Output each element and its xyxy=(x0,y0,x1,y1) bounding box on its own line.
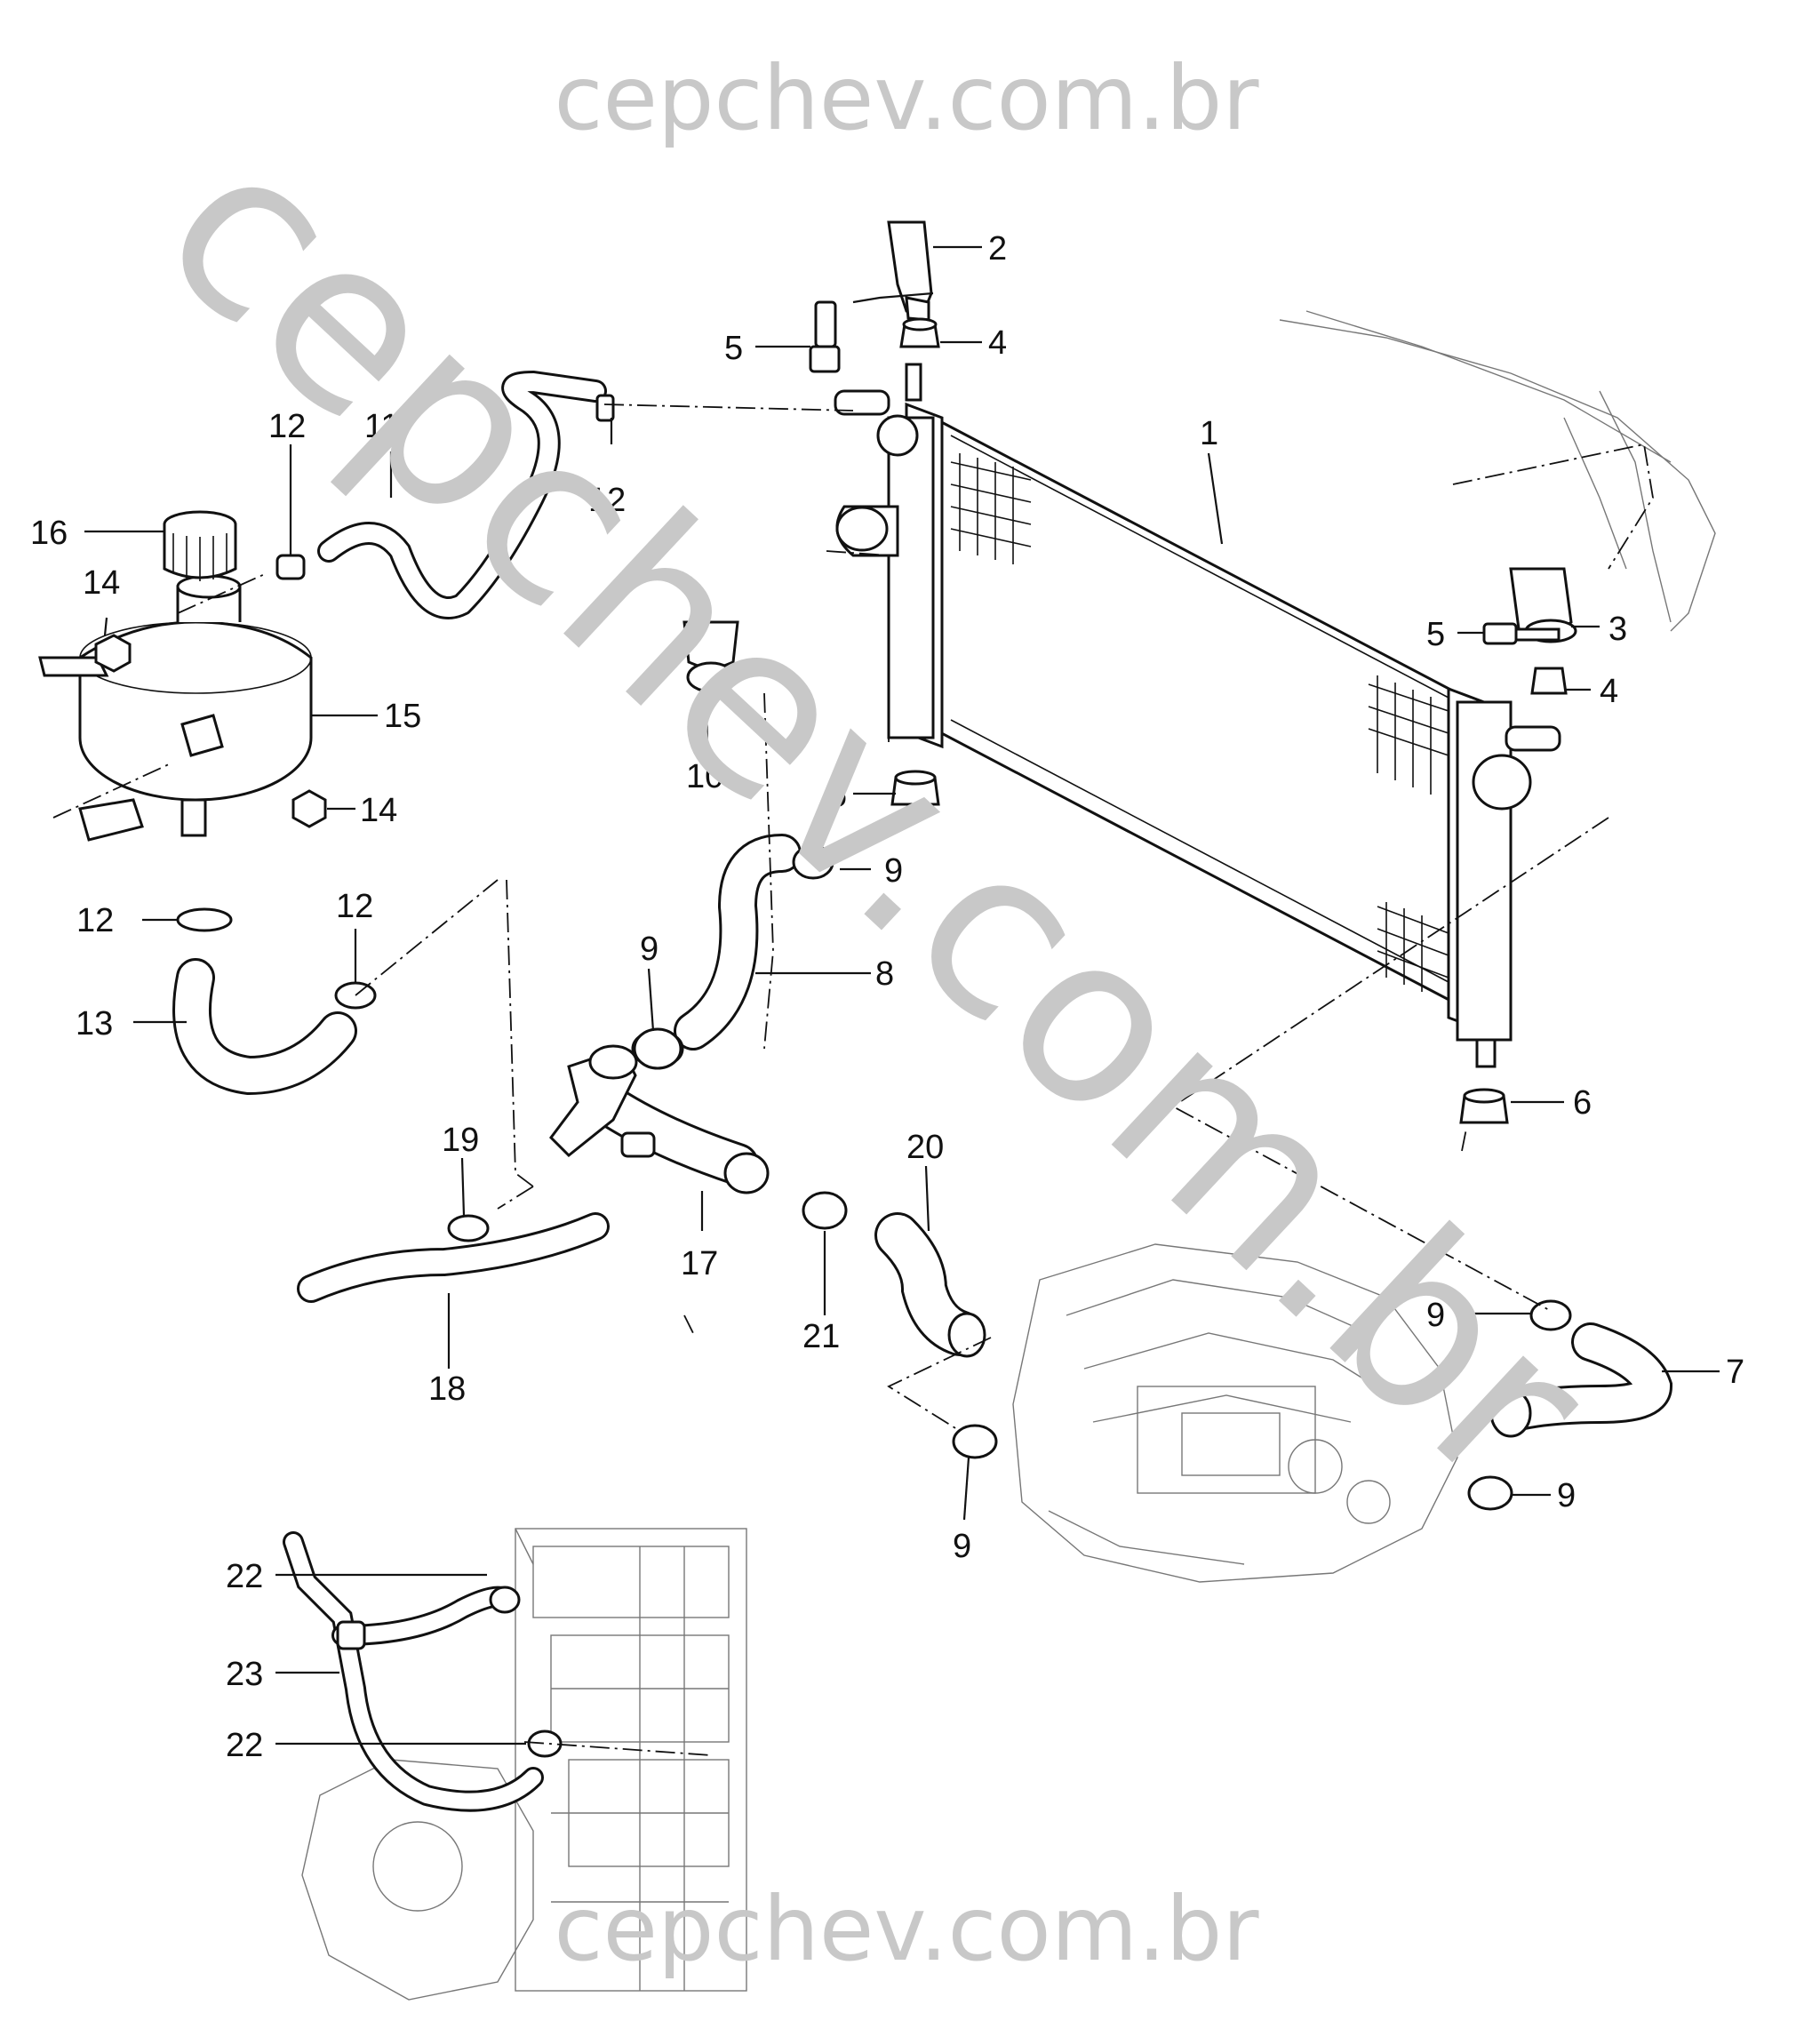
callout-20: 20 xyxy=(906,1129,944,1166)
callout-14: 14 xyxy=(360,792,397,829)
callout-22: 22 xyxy=(226,1558,263,1595)
watermark-top: cepchev.com.br xyxy=(554,46,1259,150)
clamp-22-lower xyxy=(527,1729,563,1758)
clamp-19 xyxy=(447,1214,490,1242)
clamp-9-lower-right xyxy=(1467,1475,1513,1511)
hose-7 xyxy=(1489,1322,1673,1438)
hose-11 xyxy=(317,370,607,619)
callout-17: 17 xyxy=(681,1245,718,1282)
callout-5: 5 xyxy=(724,330,743,367)
callout-11: 11 xyxy=(364,408,399,445)
callout-12: 12 xyxy=(268,408,306,445)
callout-10: 10 xyxy=(686,758,723,795)
callout-4: 4 xyxy=(1600,673,1618,710)
callout-23: 23 xyxy=(226,1656,263,1693)
clamp-12-lower xyxy=(176,907,377,1010)
callout-9: 9 xyxy=(1426,1297,1445,1334)
callout-labels: 2 4 5 1 12 11 12 16 14 15 14 10 5 3 4 6 … xyxy=(30,230,1744,1764)
rubber-bush-upper-left xyxy=(899,317,940,348)
callout-2: 2 xyxy=(988,230,1007,268)
callout-4: 4 xyxy=(988,324,1007,362)
expansion-tank xyxy=(38,574,313,842)
callout-19: 19 xyxy=(442,1122,479,1159)
engine-block-sketch xyxy=(1012,1243,1458,1583)
nut-tank-lower xyxy=(291,789,327,828)
callout-15: 15 xyxy=(384,698,421,735)
clamp-21 xyxy=(802,1191,848,1230)
callout-9: 9 xyxy=(640,931,659,968)
callout-9: 9 xyxy=(953,1528,971,1565)
radiator xyxy=(834,363,1561,1068)
leader-lines xyxy=(84,245,1720,1745)
callout-14: 14 xyxy=(83,564,120,602)
callout-7: 7 xyxy=(1726,1354,1744,1391)
body-panel-sketch xyxy=(1279,310,1716,632)
bolt-upper-right xyxy=(1482,622,1561,645)
callout-18: 18 xyxy=(428,1370,466,1408)
lower-mount-left xyxy=(890,770,940,806)
assembly-lines xyxy=(52,403,1654,1756)
coolant-pipe-17 xyxy=(549,1044,770,1194)
rubber-bush-upper-right xyxy=(1530,667,1568,695)
clamp-9-lower-middle xyxy=(952,1424,998,1459)
clamp-9-left xyxy=(633,1027,682,1070)
watermark-bottom: cepchev.com.br xyxy=(554,1877,1259,1981)
callout-16: 16 xyxy=(30,515,68,552)
clamp-12-upper xyxy=(275,394,615,580)
callout-5: 5 xyxy=(1426,616,1445,653)
hose-clip-10 xyxy=(682,620,739,693)
callout-12: 12 xyxy=(588,482,626,519)
callout-6: 6 xyxy=(1573,1084,1592,1122)
nut-tank-upper xyxy=(94,634,132,673)
upper-bracket-left xyxy=(887,220,933,322)
clamp-22-upper xyxy=(489,1586,521,1614)
callout-8: 8 xyxy=(875,955,894,993)
clamp-9-upper-right xyxy=(1529,1299,1572,1331)
callout-9: 9 xyxy=(1557,1477,1576,1514)
callout-9: 9 xyxy=(884,852,903,890)
hose-20 xyxy=(874,1212,986,1358)
callout-12: 12 xyxy=(336,888,373,925)
callout-3: 3 xyxy=(1608,611,1627,648)
callout-6: 6 xyxy=(828,777,847,814)
expansion-tank-cap xyxy=(163,510,237,581)
callout-21: 21 xyxy=(802,1318,840,1355)
hose-23 xyxy=(283,1531,544,1812)
callout-22: 22 xyxy=(226,1727,263,1764)
lower-mount-right xyxy=(1459,1088,1509,1124)
callout-12: 12 xyxy=(76,902,114,939)
callout-13: 13 xyxy=(76,1005,113,1042)
bolt-upper-left xyxy=(809,300,841,373)
hose-13 xyxy=(172,958,357,1096)
callout-1: 1 xyxy=(1200,415,1218,452)
lower-engine-sketch xyxy=(301,1528,747,2001)
hose-18 xyxy=(297,1212,610,1303)
